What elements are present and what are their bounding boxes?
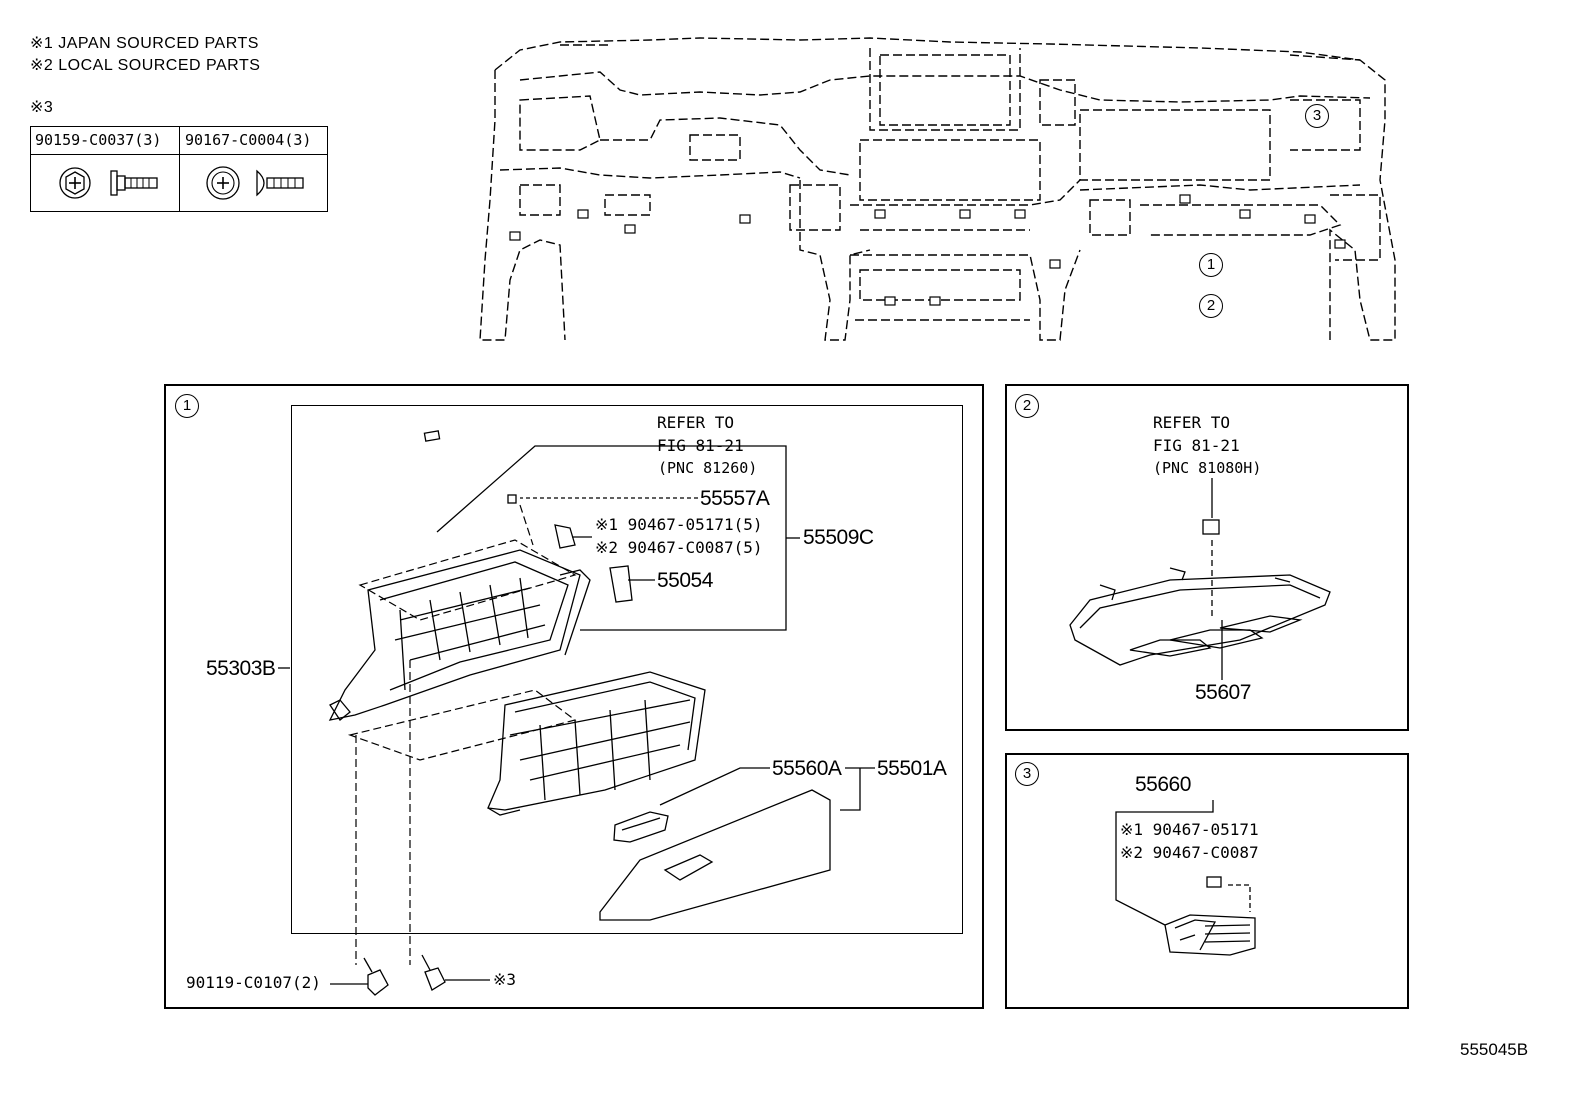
panel1-screw-note-2: ※2 90467-C0087(5) — [595, 538, 763, 557]
glove-box-housing-icon — [328, 430, 633, 721]
overview-callout-2: 2 — [1199, 294, 1223, 318]
fastener-table-col1-header: 90159-C0037(3) — [35, 131, 162, 149]
panel3-number: 3 — [1015, 762, 1039, 786]
fastener-table-divider — [179, 127, 180, 211]
panel3-screw-note-1: ※1 90467-05171 — [1120, 820, 1259, 839]
panel1-refer-to: REFER TO — [657, 413, 735, 432]
dashboard-assembly-icon — [479, 37, 1396, 341]
part-55660: 55660 — [1135, 773, 1191, 796]
part-55557a: 55557A — [700, 487, 770, 510]
panel1-inner-frame — [291, 405, 963, 934]
panel1-number: 1 — [175, 394, 199, 418]
note-local-sourced: ※2 LOCAL SOURCED PARTS — [30, 57, 261, 74]
dashboard-clips — [509, 194, 1346, 306]
panel-side-vent — [1005, 753, 1409, 1009]
leader-bracket-55501a — [840, 768, 861, 811]
overview-callout-1: 1 — [1199, 253, 1223, 277]
overview-callout-3: 3 — [1305, 104, 1329, 128]
screw-side-icon — [256, 169, 304, 197]
panel2-number: 2 — [1015, 394, 1039, 418]
flange-bolt-head-icon — [59, 167, 91, 199]
panel-center-panel — [1005, 384, 1409, 731]
part-55501a: 55501A — [877, 757, 947, 780]
side-vent-icon — [1164, 914, 1256, 956]
glove-compartment-icon — [487, 671, 706, 816]
flange-bolt-side-icon — [110, 170, 158, 196]
part-55560a: 55560A — [772, 757, 842, 780]
screw-head-icon — [206, 166, 240, 200]
fastener-table: 90159-C0037(3) 90167-C0004(3) — [30, 126, 328, 212]
panel2-refer-to: REFER TO — [1153, 413, 1231, 432]
bolt-90119-c0107: 90119-C0107(2) — [186, 973, 321, 992]
leader-refer-81260 — [436, 445, 755, 533]
panel2-refer-fig: FIG 81-21 — [1153, 436, 1240, 455]
fastener-icons — [59, 166, 304, 200]
center-panel-icon — [1069, 567, 1331, 666]
dashboard-overview-drawing — [479, 37, 1396, 341]
fastener-table-col2-header: 90167-C0004(3) — [185, 131, 312, 149]
figure-code: 555045B — [1460, 1040, 1529, 1059]
panel1-screw-note-1: ※1 90467-05171(5) — [595, 515, 763, 534]
note-3-marker: ※3 — [30, 99, 54, 116]
note-japan-sourced: ※1 JAPAN SOURCED PARTS — [30, 35, 259, 52]
part-55303b: 55303B — [206, 657, 276, 680]
door-latch-icon — [613, 811, 669, 843]
part-55509c: 55509C — [803, 526, 874, 549]
part-55054: 55054 — [657, 569, 713, 592]
panel-glove-box — [164, 384, 984, 1009]
panel2-refer-pnc: (PNC 81080H) — [1153, 459, 1262, 477]
panel3-screw-note-2: ※2 90467-C0087 — [1120, 843, 1259, 862]
glove-box-door-icon — [599, 789, 831, 921]
bolt-note-3: ※3 — [493, 970, 517, 989]
panel1-refer-pnc: (PNC 81260) — [658, 459, 758, 477]
bolt-icons — [363, 954, 446, 996]
part-55607: 55607 — [1195, 681, 1251, 704]
